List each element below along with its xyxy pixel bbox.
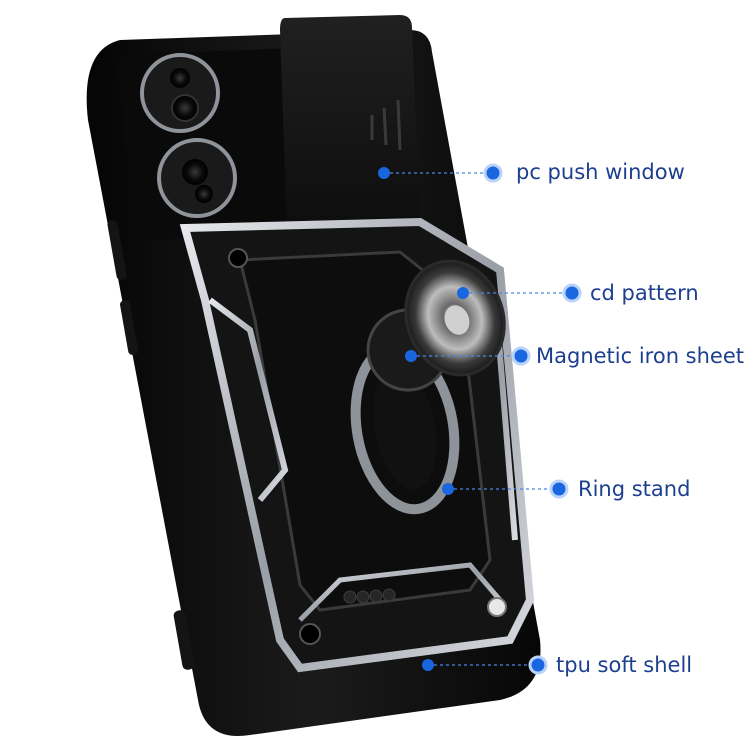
callout-dots: [378, 163, 582, 675]
callout-dot: [562, 283, 582, 303]
callout-label-cd-pattern: cd pattern: [590, 281, 699, 305]
cd-pattern-center: [444, 305, 470, 335]
callout-dot: [511, 346, 531, 366]
camera-lens: [170, 68, 190, 88]
side-button: [107, 220, 127, 280]
screw-hole: [299, 623, 321, 645]
callout-dot: [549, 479, 569, 499]
ring-stand-inner: [373, 366, 437, 490]
side-button: [120, 300, 139, 355]
callout-dot: [405, 350, 417, 362]
pc-push-window-slider: [280, 15, 420, 245]
camera-lens: [182, 159, 208, 185]
callout-label-ring-stand: Ring stand: [578, 477, 691, 501]
callout-dot: [378, 167, 390, 179]
callout-dot: [483, 163, 503, 183]
screw-hole: [228, 248, 248, 268]
callout-dot: [422, 659, 434, 671]
callout-dot: [528, 655, 548, 675]
slider-grip: [370, 99, 402, 151]
camera-lens: [171, 94, 199, 122]
side-button: [173, 610, 195, 670]
armor-trim: [298, 562, 502, 622]
camera-lens-ring: [140, 53, 220, 133]
callout-label-pc-push-window: pc push window: [516, 160, 685, 184]
callout-dot: [457, 287, 469, 299]
callout-label-magnetic-iron-sheet: Magnetic iron sheet: [536, 344, 745, 368]
screw-hole: [487, 597, 507, 617]
honeycomb-vent: [343, 588, 396, 604]
camera-lens: [195, 185, 213, 203]
armor-trim: [208, 297, 289, 502]
callout-label-tpu-soft-shell: tpu soft shell: [556, 653, 693, 677]
callout-leaders: [384, 172, 572, 666]
callout-dot: [442, 483, 454, 495]
